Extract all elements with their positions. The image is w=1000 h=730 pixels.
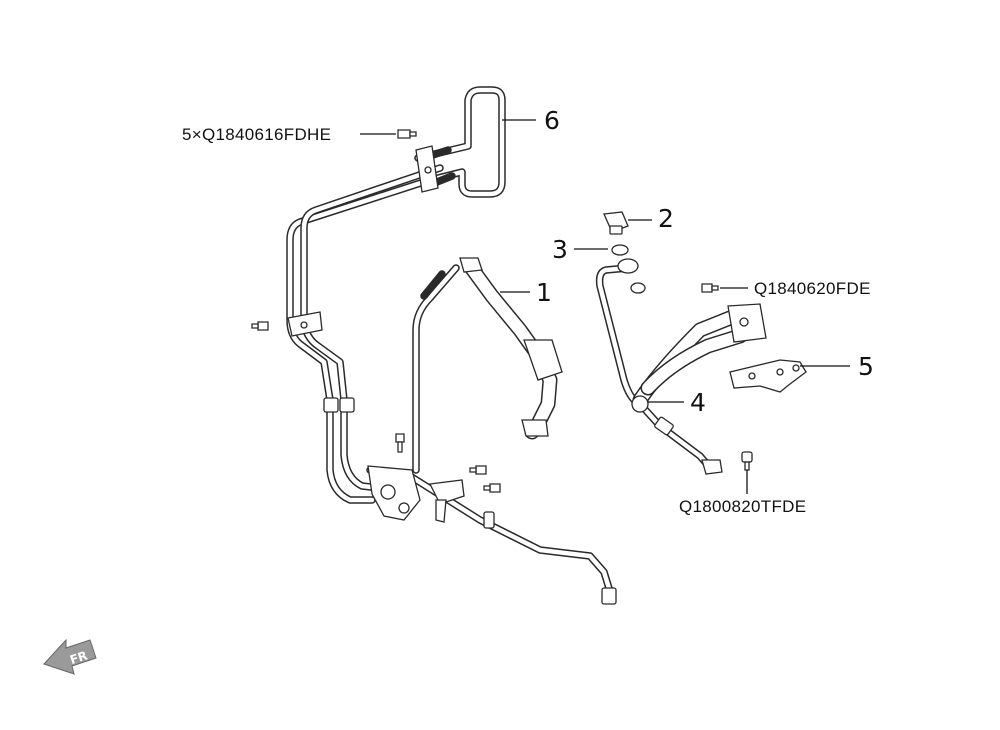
bolt-icon	[701, 283, 719, 293]
part-5-bracket	[729, 359, 807, 393]
part-6-cooler-lines	[286, 86, 506, 504]
part-number-bolt-right: Q1840620FDE	[754, 279, 871, 298]
front-label: FR	[68, 648, 89, 667]
bolt-icon	[251, 321, 269, 331]
callout-6: 6	[544, 106, 560, 135]
part-3-seal-rings	[611, 244, 646, 294]
callout-1: 1	[536, 278, 552, 307]
bolt-icon	[397, 129, 417, 139]
callout-5: 5	[858, 352, 874, 381]
callout-3: 3	[552, 235, 568, 264]
bolt-icon	[469, 465, 487, 475]
callout-2: 2	[658, 204, 674, 233]
part-1-reservoir-hose	[459, 257, 563, 440]
bolt-icon	[483, 483, 501, 493]
part-2-fitting	[603, 211, 629, 235]
bolt-icon	[741, 451, 753, 471]
callout-4: 4	[690, 388, 706, 417]
part-4-pressure-hose	[595, 264, 767, 475]
bolt-icon	[395, 433, 405, 453]
front-direction-arrow-icon: FR	[43, 638, 97, 675]
part-number-bolt-bottom-right: Q1800820TFDE	[679, 497, 806, 516]
main-line-assembly	[251, 264, 617, 605]
part-number-bolt-top-left: 5×Q1840616FDHE	[182, 125, 331, 144]
